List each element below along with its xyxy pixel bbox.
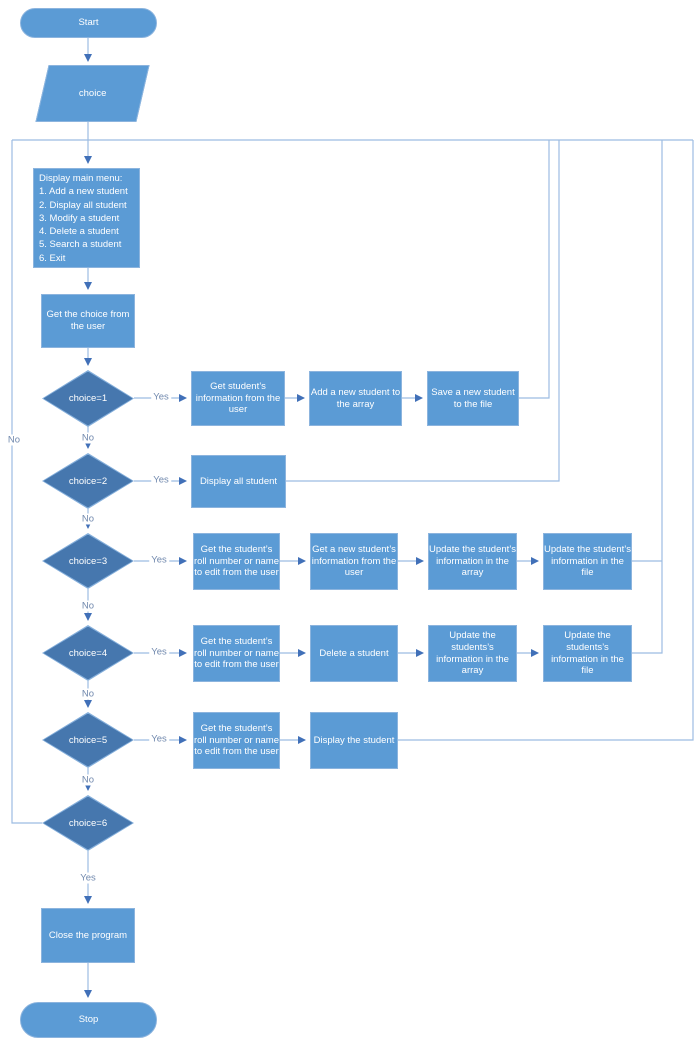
edge-label-yes-3: Yes [149,554,169,566]
process-save-student-to-file: Save a new student to the file [427,371,519,426]
edge-label-yes-6: Yes [78,872,98,884]
process-display-all-student: Display all student [191,455,286,508]
edge-label-no-2: No [79,513,97,525]
process-get-roll-number-search: Get the student’s roll number or name to… [193,712,280,769]
close-program-process: Close the program [41,908,135,963]
return-connectors [11,139,694,824]
edge-label-yes-1: Yes [151,391,171,403]
edge-label-yes-2: Yes [151,474,171,486]
choice-input-label: choice [78,87,107,99]
choice-input-parallelogram: choice [35,65,150,122]
process-get-roll-number-modify: Get the student’s roll number or name to… [193,533,280,590]
process-update-info-file-delete: Update the students’s information in the… [543,625,632,682]
edge-label-no-4: No [79,688,97,700]
edge-label-no-1: No [79,432,97,444]
get-choice-process: Get the choice from the user [41,294,135,348]
process-get-student-info: Get student’s information from the user [191,371,285,426]
display-menu-process: Display main menu: 1. Add a new student … [33,168,140,268]
process-update-info-array-delete: Update the students’s information in the… [428,625,517,682]
arrow-connectors [84,37,539,998]
start-terminator: Start [20,8,157,38]
stop-terminator: Stop [20,1002,157,1038]
process-update-info-file-modify: Update the student’s information in the … [543,533,632,590]
edge-label-no-3: No [79,600,97,612]
edge-label-no-5: No [79,774,97,786]
process-get-roll-number-delete: Get the student’s roll number or name to… [193,625,280,682]
process-delete-student: Delete a student [310,625,398,682]
process-display-the-student: Display the student [310,712,398,769]
process-update-info-array-modify: Update the student’s information in the … [428,533,517,590]
process-get-new-student-info: Get a new student’s information from the… [310,533,398,590]
edge-label-yes-4: Yes [149,646,169,658]
process-add-student-to-array: Add a new student to the array [309,371,402,426]
edge-label-yes-5: Yes [149,733,169,745]
edge-label-no-loop: No [5,434,23,446]
